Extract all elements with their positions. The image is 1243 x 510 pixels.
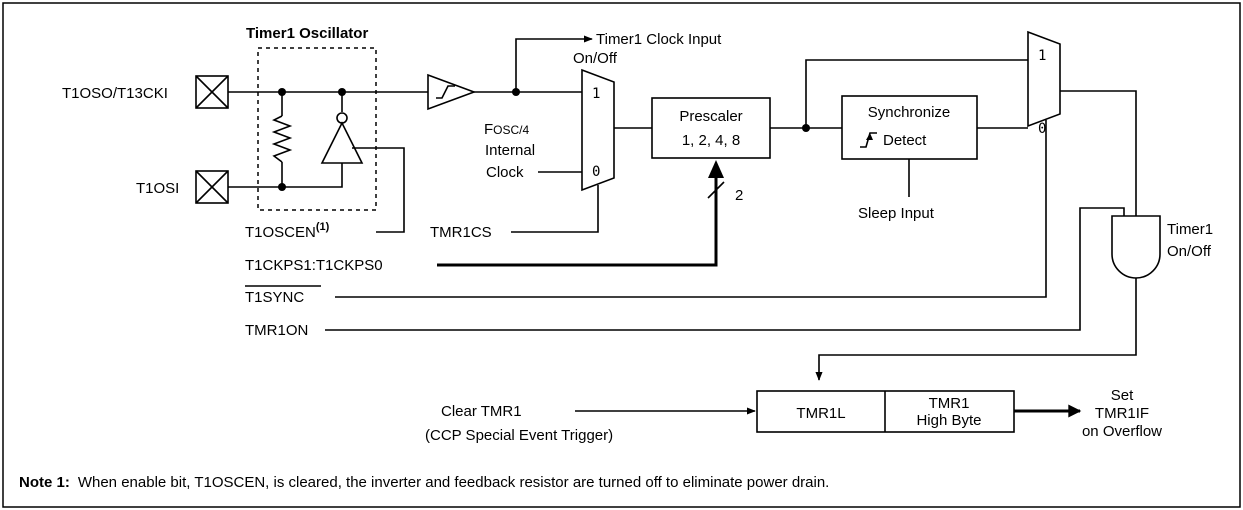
internal-label: Internal bbox=[485, 142, 535, 159]
bus-slash bbox=[707, 181, 725, 199]
synchronize-title: Synchronize bbox=[868, 104, 951, 121]
sync-mux-input-1: 1 bbox=[1038, 48, 1046, 64]
tmr1cs-label: TMR1CS bbox=[430, 224, 492, 241]
flag-line3: on Overflow bbox=[1082, 423, 1162, 440]
tmr1-high-line1: TMR1 bbox=[929, 395, 970, 412]
junction-dot bbox=[278, 183, 286, 191]
detect-label: Detect bbox=[883, 132, 927, 149]
fosc-suffix: OSC/4 bbox=[493, 123, 529, 137]
clock-select-mux: On/Off 1 0 bbox=[573, 50, 618, 192]
t1ckps-label: T1CKPS1:T1CKPS0 bbox=[245, 257, 383, 274]
synchronizer-block: Synchronize Detect bbox=[841, 95, 978, 160]
tmr1l-register: TMR1L bbox=[796, 405, 845, 422]
junction-dot bbox=[278, 88, 286, 96]
oscillator-boundary bbox=[257, 47, 377, 211]
oscillator-inverter bbox=[320, 112, 364, 164]
sleep-input-label: Sleep Input bbox=[858, 205, 935, 222]
tmr1-high-line2: High Byte bbox=[916, 412, 981, 429]
timer1-oscillator: Timer1 Oscillator T1OSO/T13CKI T1OSI bbox=[62, 25, 428, 241]
gate-label-line1: Timer1 bbox=[1167, 221, 1213, 238]
bus-width-label: 2 bbox=[735, 187, 743, 204]
timer1-on-off-and-gate bbox=[1111, 215, 1161, 279]
pin-t1osi-pad bbox=[195, 170, 229, 204]
footnote: Note 1: When enable bit, T1OSCEN, is clea… bbox=[19, 474, 829, 491]
note-text: When enable bit, T1OSCEN, is cleared, th… bbox=[78, 474, 830, 491]
fosc-label: FOSC/4 bbox=[484, 121, 530, 138]
sync-mux-input-0: 0 bbox=[1038, 121, 1046, 137]
clock-label: Clock bbox=[486, 164, 524, 181]
mux-on-off-label: On/Off bbox=[573, 50, 618, 67]
prescaler-title: Prescaler bbox=[679, 108, 742, 125]
sync-select-mux: 1 0 bbox=[1027, 30, 1061, 137]
clear-source-label: (CCP Special Event Trigger) bbox=[425, 427, 613, 444]
prescaler-values: 1, 2, 4, 8 bbox=[682, 132, 740, 149]
flag-line2: TMR1IF bbox=[1095, 405, 1149, 422]
oscillator-title: Timer1 Oscillator bbox=[246, 25, 368, 42]
tmr1on-label: TMR1ON bbox=[245, 322, 308, 339]
prescaler-select-arrow bbox=[708, 160, 724, 178]
pin-t1osi-label: T1OSI bbox=[136, 180, 179, 197]
mux-input-1: 1 bbox=[592, 86, 600, 102]
fosc-prefix: F bbox=[484, 121, 493, 138]
prescaler-block: Prescaler 1, 2, 4, 8 bbox=[651, 97, 771, 159]
pin-t1oso-label: T1OSO/T13CKI bbox=[62, 85, 168, 102]
tmr1-register: TMR1L TMR1 High Byte bbox=[756, 390, 1015, 433]
note-label: Note 1: bbox=[19, 474, 70, 491]
feedback-resistor bbox=[271, 115, 293, 163]
gate-label-line2: On/Off bbox=[1167, 243, 1212, 260]
t1oscen-signal: T1OSCEN bbox=[245, 224, 316, 241]
pin-t1oso-pad bbox=[195, 75, 229, 109]
mux-input-0: 0 bbox=[592, 164, 600, 180]
t1oscen-label: T1OSCEN(1) bbox=[245, 221, 330, 241]
t1oscen-note-ref: (1) bbox=[316, 221, 330, 233]
timer1-clock-input-label: Timer1 Clock Input bbox=[596, 31, 722, 48]
junction-dot bbox=[338, 88, 346, 96]
t1sync-label: T1SYNC bbox=[245, 289, 304, 306]
clear-tmr1-label: Clear TMR1 bbox=[441, 403, 522, 420]
schmitt-trigger-buffer bbox=[427, 73, 477, 111]
flag-line1: Set bbox=[1111, 387, 1134, 404]
